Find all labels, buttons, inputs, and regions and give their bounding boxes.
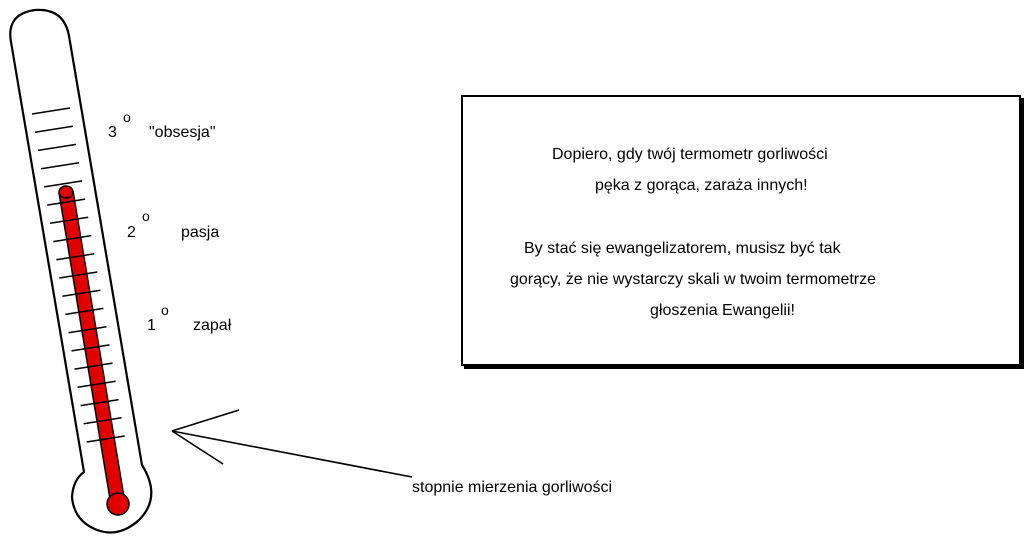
level-3-label: "obsesja"	[149, 124, 216, 141]
scale-tick	[31, 107, 71, 115]
scale-tick	[34, 125, 74, 133]
message-line-5: głoszenia Ewangelii!	[650, 302, 795, 319]
scale-tick	[71, 344, 110, 352]
pointer-arrow-head-top	[171, 409, 240, 432]
scale-tick	[47, 198, 86, 206]
mercury-top	[58, 185, 74, 199]
scale-tick	[56, 253, 95, 261]
scale-tick	[74, 362, 113, 370]
level-1-number: 1	[147, 317, 156, 334]
level-2-degree: o	[142, 208, 150, 224]
level-1-degree: o	[161, 302, 169, 318]
message-line-2: pęka z gorąca, zaraża innych!	[595, 177, 808, 194]
message-box: Dopiero, gdy twój termometr gorliwości p…	[461, 95, 1021, 366]
mercury-bulb	[106, 492, 130, 516]
scale-tick	[86, 435, 125, 443]
message-line-4: gorący, że nie wystarczy skali w twoim t…	[510, 271, 877, 288]
message-line-3: By stać się ewangelizatorem, musisz być …	[524, 240, 841, 257]
pointer-arrow-line	[171, 430, 413, 478]
level-3-number: 3	[108, 124, 117, 141]
level-2-label: pasja	[181, 224, 220, 241]
scale-tick	[65, 307, 104, 316]
scale-tick	[80, 398, 119, 407]
message-line-1: Dopiero, gdy twój termometr gorliwości	[552, 146, 828, 163]
level-3-degree: o	[123, 109, 131, 125]
scale-tick	[59, 271, 98, 279]
scale-tick	[53, 234, 92, 243]
scale-tick	[44, 180, 83, 188]
pointer-arrow	[171, 409, 413, 478]
scale-tick	[37, 143, 77, 152]
scale-tick	[40, 161, 80, 170]
scale-tick	[83, 417, 122, 425]
scale-tick	[62, 289, 101, 297]
level-2-number: 2	[127, 224, 136, 241]
scale-tick	[77, 380, 116, 389]
pointer-arrow-head-bottom	[171, 430, 224, 465]
pointer-label: stopnie mierzenia gorliwości	[412, 479, 613, 496]
scale-ticks	[31, 107, 125, 443]
scale-tick	[50, 216, 89, 225]
scale-tick	[68, 325, 107, 334]
level-1-label: zapał	[193, 317, 232, 334]
